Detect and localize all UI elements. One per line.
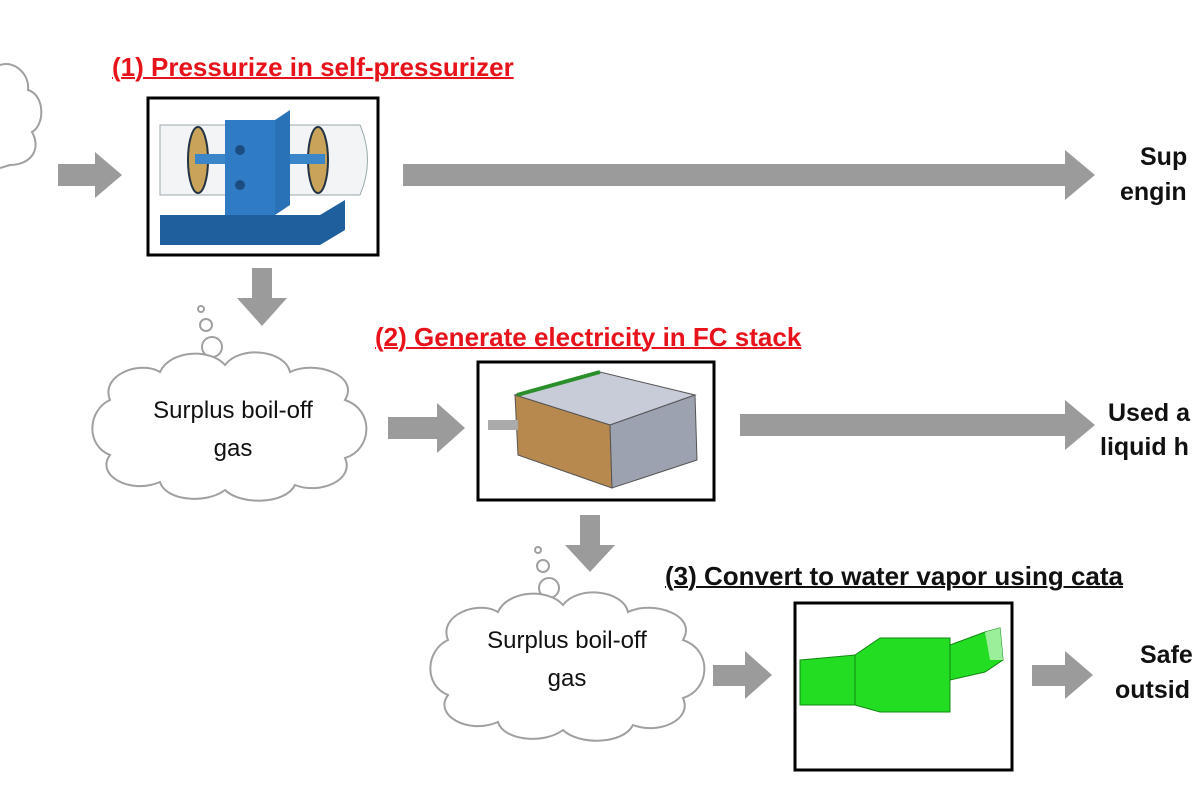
arrow-down-1 <box>237 268 287 326</box>
output-3-line-2: outsid <box>1115 676 1190 704</box>
output-3-line-1: Safe <box>1140 641 1193 669</box>
cloud-1-line-2: gas <box>213 435 253 462</box>
output-2-line-1: Used a <box>1108 399 1190 427</box>
cloud-boil-off-2 <box>429 591 706 742</box>
step-3-title: (3) Convert to water vapor using cata <box>665 561 1123 591</box>
step-2-title: (2) Generate electricity in FC stack <box>375 322 802 352</box>
catalyst-image <box>799 627 1004 713</box>
arrow-to-engine <box>403 150 1095 200</box>
bubble <box>197 305 205 313</box>
output-1-line-1: Sup <box>1140 143 1188 171</box>
arrow-into-fc <box>388 403 465 453</box>
fc-stack-image <box>488 370 698 489</box>
pressurizer-image <box>159 110 368 245</box>
arrow-down-2 <box>565 515 615 572</box>
bubble <box>536 559 550 573</box>
step-1-title: (1) Pressurize in self-pressurizer <box>112 52 514 82</box>
cloud-2-line-2: gas <box>547 665 587 692</box>
cloud-boil-off-1 <box>91 351 368 502</box>
output-1-line-2: engin <box>1120 178 1187 206</box>
bubble <box>199 318 213 332</box>
output-2-line-2: liquid h <box>1100 433 1189 461</box>
cloud-2-line-1: Surplus boil-off <box>487 627 647 654</box>
bubble <box>534 546 542 554</box>
cloud-2-text: Surplus boil-off gas <box>467 622 667 698</box>
arrow-into-pressurizer <box>58 152 122 198</box>
cloud-partial-left <box>0 63 43 169</box>
cloud-1-line-1: Surplus boil-off <box>153 397 313 424</box>
arrow-to-outside <box>1032 651 1093 699</box>
arrow-into-catalyst <box>713 651 772 699</box>
cloud-1-text: Surplus boil-off gas <box>133 392 333 468</box>
arrow-to-liquid <box>740 400 1095 450</box>
